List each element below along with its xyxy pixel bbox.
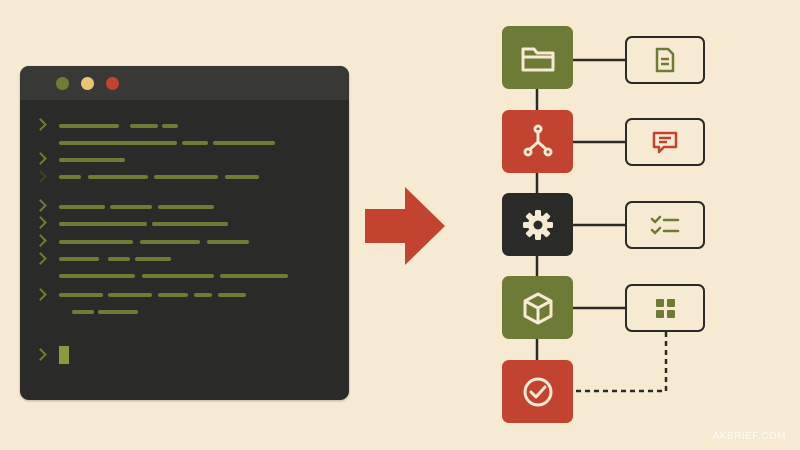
code-line [108,293,152,297]
code-line [59,175,81,179]
folder-node[interactable] [502,26,573,89]
gear-icon [522,209,553,240]
code-line [59,158,125,162]
checklist-output[interactable] [625,201,705,249]
window-close-dot[interactable] [56,77,69,90]
code-line [110,205,152,209]
code-line [140,240,200,244]
code-line [158,293,188,297]
code-line [162,124,178,128]
package-node[interactable] [502,276,573,339]
code-line [182,141,208,145]
git-branch-icon [523,124,552,156]
terminal-window [20,66,349,400]
code-line [59,205,105,209]
code-line [72,310,94,314]
code-line [218,293,246,297]
code-line [194,293,212,297]
code-line [135,257,171,261]
window-minimize-dot[interactable] [81,77,94,90]
window-maximize-dot[interactable] [106,77,119,90]
terminal-cursor [59,346,69,364]
code-line [154,175,218,179]
document-output[interactable] [625,36,705,84]
terminal-titlebar [20,66,349,100]
code-line [220,274,288,278]
code-line [59,274,135,278]
code-line [59,257,99,261]
code-line [207,240,249,244]
code-line [130,124,158,128]
checklist-icon [650,215,680,235]
code-line [59,222,147,226]
code-line [59,240,133,244]
code-line [88,175,148,179]
settings-node[interactable] [502,193,573,256]
done-node[interactable] [502,360,573,423]
modules-output[interactable] [625,284,705,332]
code-line [158,205,214,209]
chat-bubble-icon [652,131,678,154]
check-circle-icon [523,377,552,406]
code-line [213,141,275,145]
code-line [59,293,103,297]
code-line [59,124,119,128]
code-line [142,274,214,278]
arrow-right-icon [365,187,445,265]
code-line [225,175,259,179]
git-branch-node[interactable] [502,110,573,173]
code-line [98,310,138,314]
document-icon [655,47,675,73]
folder-icon [521,47,554,71]
watermark: AKBRIEF.COM [712,431,786,442]
code-line [152,222,228,226]
code-line [108,257,130,261]
package-box-icon [523,292,552,324]
chat-output[interactable] [625,118,705,166]
code-line [59,141,177,145]
grid-blocks-icon [656,299,675,318]
